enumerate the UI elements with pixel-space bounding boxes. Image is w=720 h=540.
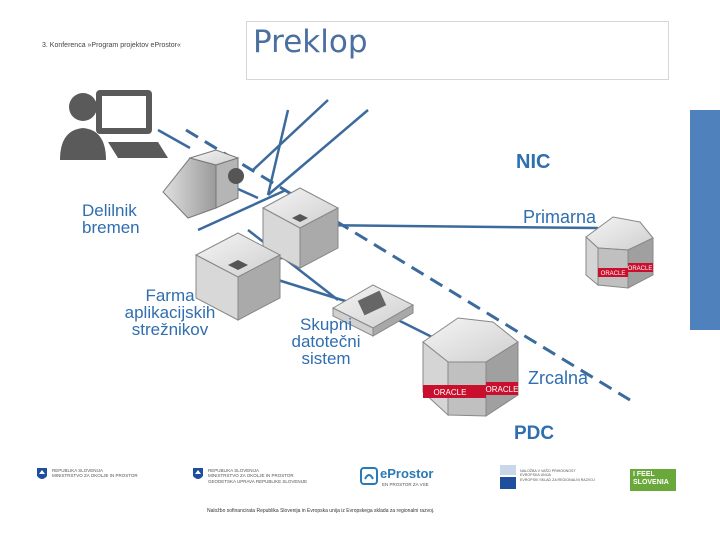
logo-line: EN PROSTOR ZA VSE — [382, 482, 429, 487]
logo-line: REPUBLIKA SLOVENIJA — [52, 468, 104, 473]
label-line: datotečni — [291, 332, 361, 351]
diagram-canvas: ORACLE ORACLE ORACLE ORACLE — [60, 90, 654, 417]
app-farm-label: Farma aplikacijskih strežnikov — [110, 287, 230, 338]
eprostor-icon — [360, 467, 378, 485]
page-title: Preklop — [253, 24, 368, 60]
oracle-badge: ORACLE — [601, 271, 626, 277]
footer-logos: REPUBLIKA SLOVENIJA MINISTRSTVO ZA OKOLJ… — [0, 463, 720, 503]
label-line: Delilnik — [82, 201, 137, 220]
logo-line: I FEEL — [633, 471, 655, 478]
ministry-logo: REPUBLIKA SLOVENIJA MINISTRSTVO ZA OKOLJ… — [36, 463, 141, 499]
label-line: Skupni — [300, 315, 352, 334]
feel-slovenia-logo: I FEEL SLOVENIA — [630, 463, 676, 499]
logo-line: EVROPSKA UNIJA — [520, 473, 551, 478]
label-line: strežnikov — [131, 320, 209, 339]
oracle-badge: ORACLE — [434, 388, 467, 397]
eprostor-wordmark: eProstor — [380, 466, 434, 481]
logo-line: MINISTRSTVO ZA OKOLJE IN PROSTOR — [208, 473, 294, 479]
conference-title: 3. Konferenca »Program projektov eProsto… — [42, 42, 181, 49]
mirror-db-server-icon: ORACLE ORACLE — [422, 317, 519, 417]
label-line: sistem — [301, 349, 351, 368]
logo-line: SLOVENIA — [633, 478, 669, 486]
eu-logo: NALOŽBA V VAŠO PRIHODNOST EVROPSKA UNIJA… — [500, 463, 595, 499]
mirror-label: Zrcalna — [528, 368, 589, 388]
logo-line: GEODETSKA UPRAVA REPUBLIKE SLOVENIJE — [208, 478, 308, 484]
failover-diagram: ORACLE ORACLE ORACLE ORACLE Delilnik bre… — [38, 80, 678, 460]
load-balancer-label: Delilnik bremen — [82, 202, 140, 236]
coat-of-arms-icon — [193, 468, 203, 479]
logo-line: MINISTRSTVO ZA OKOLJE IN PROSTOR — [52, 473, 138, 479]
load-balancer-icon — [162, 149, 244, 219]
coat-of-arms-icon — [37, 468, 47, 479]
eu-emblem-icon — [500, 465, 516, 475]
side-tab — [690, 110, 720, 330]
shared-fs-label: Skupni datotečni sistem — [276, 316, 376, 367]
label-line: Farma — [145, 286, 195, 305]
eu-flag-icon — [500, 477, 516, 489]
pdc-label: PDC — [514, 423, 555, 444]
funding-note: Naložbo sofinancirata Republika Slovenij… — [207, 508, 435, 514]
nic-label: NIC — [516, 151, 551, 173]
eprostor-logo: eProstor EN PROSTOR ZA VSE — [360, 463, 440, 499]
label-line: bremen — [82, 218, 140, 237]
oracle-badge: ORACLE — [486, 385, 519, 394]
label-line: aplikacijskih — [124, 303, 216, 322]
gurs-logo: REPUBLIKA SLOVENIJA MINISTRSTVO ZA OKOLJ… — [192, 463, 322, 499]
feel-slovenia-badge: I FEEL SLOVENIA — [630, 469, 676, 491]
primary-label: Primarna — [523, 207, 597, 227]
shared-storage-icon — [331, 284, 415, 337]
oracle-badge: ORACLE — [628, 266, 653, 272]
logo-line: EVROPSKI SKLAD ZA REGIONALNI RAZVOJ — [520, 477, 595, 482]
app-server-icon — [194, 232, 282, 321]
title-box: Preklop — [246, 21, 669, 80]
logo-line: REPUBLIKA SLOVENIJA — [208, 468, 260, 473]
logo-line: NALOŽBA V VAŠO PRIHODNOST — [520, 469, 576, 473]
user-workstation-icon — [60, 90, 168, 160]
primary-db-server-icon: ORACLE ORACLE — [585, 216, 654, 289]
